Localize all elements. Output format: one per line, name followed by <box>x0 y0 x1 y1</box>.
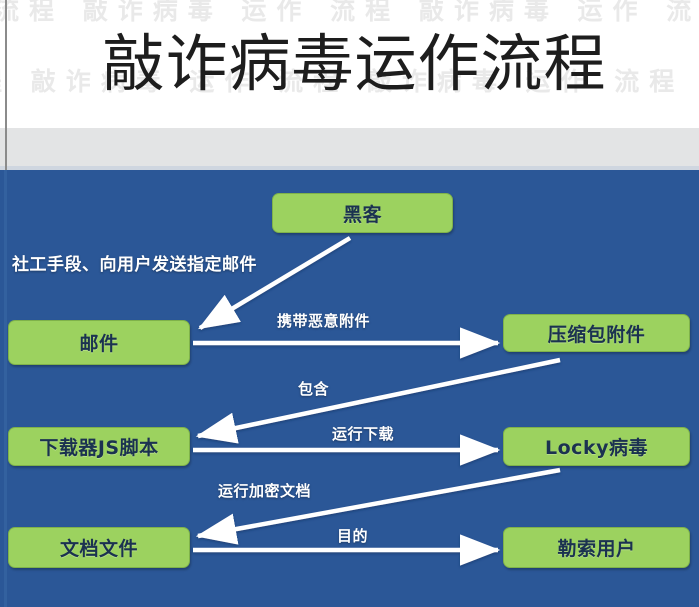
edge-label-run-download: 运行下载 <box>332 425 395 443</box>
node-downloader-js-script[interactable]: 下载器JS脚本 <box>8 427 190 466</box>
node-ransom-victim[interactable]: 勒索用户 <box>503 527 690 568</box>
node-hacker[interactable]: 黑客 <box>272 193 453 233</box>
node-locky-virus[interactable]: Locky病毒 <box>503 427 690 466</box>
edge-archive-to-jsscript <box>195 357 561 444</box>
diagram-edges-layer <box>193 236 561 566</box>
edge-locky-to-docfile <box>195 467 561 545</box>
title-band: 流程 敲诈病毒 运作 流程 敲诈病毒 运作 流程 敲诈 流程 敲诈病毒 运作 流… <box>0 0 699 128</box>
edge-label-contains: 包含 <box>298 380 330 398</box>
node-archive-attachment[interactable]: 压缩包附件 <box>503 314 690 352</box>
page-title: 敲诈病毒运作流程 <box>102 27 607 100</box>
node-document-file[interactable]: 文档文件 <box>8 527 190 568</box>
flow-diagram: 黑客 邮件 压缩包附件 下载器JS脚本 Locky病毒 文档文件 勒索用户 社工… <box>0 170 699 607</box>
edge-label-run-encrypt-document: 运行加密文档 <box>218 482 312 500</box>
left-margin-rule <box>5 0 7 170</box>
gray-separator-band <box>0 128 699 170</box>
edge-label-purpose: 目的 <box>337 527 369 545</box>
edge-label-social-engineering: 社工手段、向用户发送指定邮件 <box>12 255 257 275</box>
node-mail[interactable]: 邮件 <box>8 320 190 365</box>
diagram-left-rule <box>4 170 7 607</box>
edge-hacker-to-mail <box>198 236 352 330</box>
gray-separator-edge <box>0 166 699 170</box>
edge-label-malicious-attachment: 携带恶意附件 <box>277 312 371 330</box>
